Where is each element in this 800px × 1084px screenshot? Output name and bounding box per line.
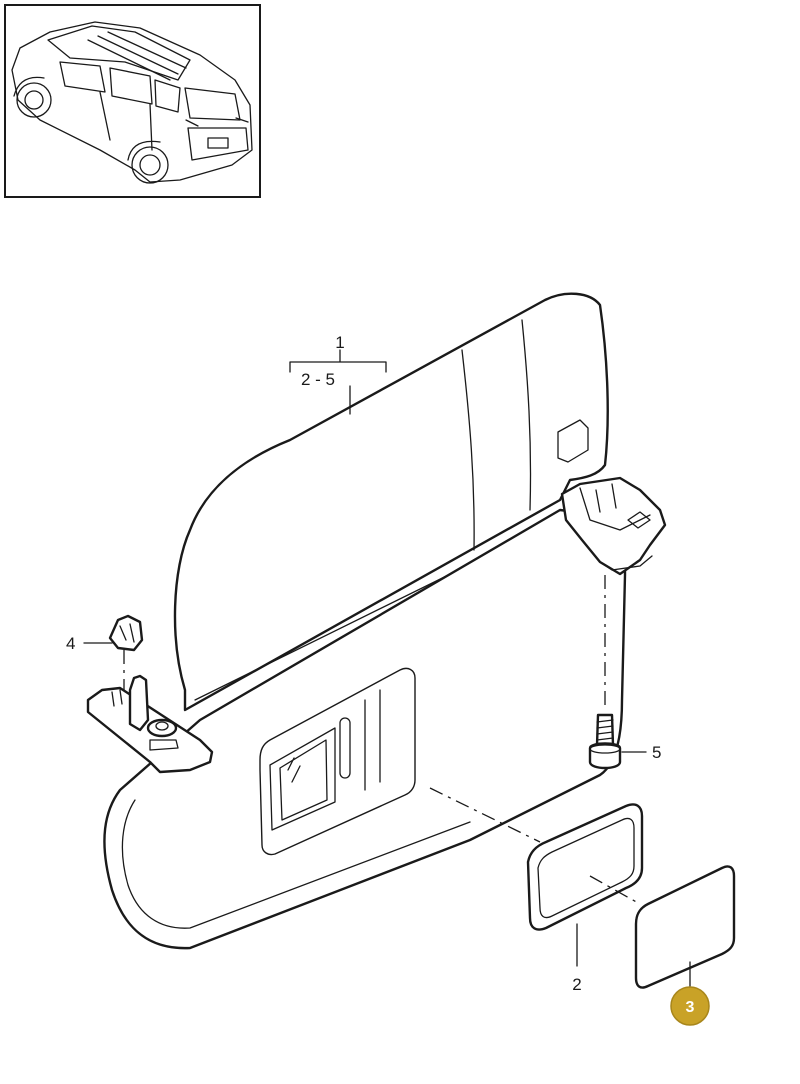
callouts: 1 2 - 5 4 5 2 3 <box>66 333 710 1026</box>
suv-vehicle-icon <box>11 21 253 184</box>
sun-visor-back-panel <box>173 292 609 712</box>
label-part-2: 2 <box>572 975 581 994</box>
right-visor-holder <box>560 476 667 576</box>
left-hinge-bracket <box>86 674 214 774</box>
mirror-frame-part-2 <box>526 803 644 931</box>
mirror-glass-part-3 <box>634 865 736 989</box>
clip-part-4 <box>108 614 144 690</box>
part-3-highlight-badge[interactable] <box>670 986 710 1026</box>
label-part-1: 1 <box>335 333 344 352</box>
label-part-5: 5 <box>652 743 661 762</box>
screw-part-5 <box>588 575 622 770</box>
label-part-4: 4 <box>66 634 75 653</box>
assembly-lines <box>429 787 641 905</box>
label-part-1-range: 2 - 5 <box>301 370 335 389</box>
label-part-3[interactable]: 3 <box>686 999 695 1016</box>
vehicle-thumbnail <box>4 4 261 198</box>
sun-visor-front-panel <box>103 508 627 950</box>
